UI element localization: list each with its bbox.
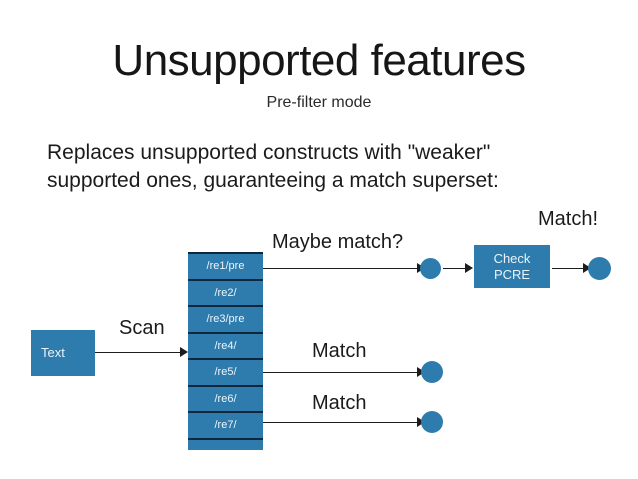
- body-paragraph: Replaces unsupported constructs with "we…: [47, 139, 607, 195]
- page-title: Unsupported features: [112, 36, 526, 85]
- pcre-arrowhead-icon: [465, 263, 473, 273]
- match-label-1: Match: [312, 340, 367, 362]
- page-subtitle: Pre-filter mode: [266, 94, 372, 111]
- regex-row: /re7/: [188, 413, 263, 440]
- check-pcre-line-1: Check: [493, 250, 531, 266]
- maybe-match-node: [420, 258, 441, 279]
- body-line-2: supported ones, guaranteeing a match sup…: [47, 169, 499, 192]
- match-bang-node: [588, 257, 611, 280]
- regex-label: /re6/: [214, 392, 237, 405]
- match-1-node: [421, 361, 443, 383]
- regex-label: /re4/: [214, 339, 237, 352]
- regex-label: /re7/: [214, 419, 237, 432]
- maybe-match-label: Maybe match?: [272, 231, 404, 253]
- regex-label: /re2/: [214, 286, 237, 299]
- scan-arrowhead-icon: [180, 347, 188, 357]
- check-pcre-box: Check PCRE: [474, 245, 550, 288]
- text-input-box: Text: [31, 330, 95, 376]
- regex-stack: /re1/pre /re2/ /re3/pre /re4/ /re5/ /re6…: [188, 252, 263, 450]
- match-2-arrow-line: [263, 422, 418, 423]
- regex-row: /re5/: [188, 360, 263, 387]
- scan-label: Scan: [119, 317, 165, 339]
- regex-row: /re6/: [188, 387, 263, 413]
- regex-row: /re3/pre: [188, 307, 263, 334]
- regex-label: /re5/: [214, 366, 237, 379]
- body-line-1: Replaces unsupported constructs with "we…: [47, 141, 491, 164]
- match-bang-arrowhead-icon: [583, 263, 591, 273]
- regex-row: /re2/: [188, 281, 263, 307]
- match-1-arrow-line: [263, 372, 418, 373]
- scan-arrow-line: [95, 352, 181, 353]
- regex-label: /re1/pre: [206, 260, 245, 273]
- check-pcre-line-2: PCRE: [493, 266, 531, 282]
- regex-row: /re1/pre: [188, 252, 263, 281]
- match-label-2: Match: [312, 392, 367, 414]
- match-bang-label: Match!: [538, 208, 599, 230]
- pcre-arrow-line: [443, 268, 466, 269]
- match-2-node: [421, 411, 443, 433]
- regex-stack-base: [188, 440, 263, 451]
- match-bang-arrow-line: [552, 268, 584, 269]
- regex-row: /re4/: [188, 334, 263, 360]
- regex-label: /re3/pre: [206, 313, 245, 326]
- maybe-match-arrow-line: [263, 268, 418, 269]
